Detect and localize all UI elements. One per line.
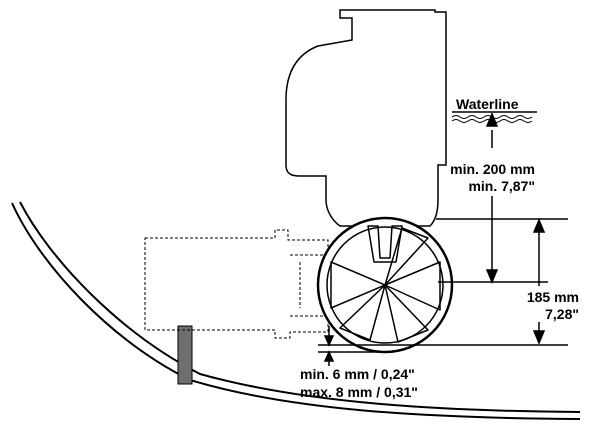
blade-lower-right — [384, 284, 429, 343]
diameter-arrow-down — [532, 330, 546, 345]
support-strut — [177, 325, 193, 385]
gap-dimension — [318, 326, 390, 366]
propeller-blades — [330, 225, 441, 343]
shaft-stem — [367, 225, 403, 263]
gap-arrow-down — [323, 335, 335, 347]
hull-inner-line — [19, 201, 581, 413]
hull-outer-line — [11, 202, 581, 420]
diameter-arrow-up — [532, 218, 546, 233]
blade-right — [384, 261, 441, 311]
gap-label-min: min. 6 mm / 0,24" — [300, 366, 415, 382]
gap-arrow-up — [323, 350, 335, 362]
diameter-dimension — [318, 218, 568, 346]
blade-upper-right — [384, 227, 429, 286]
motor-dashed-outline — [144, 229, 329, 339]
blade-left — [330, 261, 386, 309]
hull — [11, 201, 581, 420]
diameter-label-inch: 7,28" — [545, 306, 579, 322]
clearance-arrow-up — [485, 112, 499, 127]
blade-lower-left — [339, 284, 386, 341]
diameter-label-mm: 185 mm — [526, 289, 579, 305]
motor-housing — [285, 9, 447, 227]
clearance-arrow-down — [485, 269, 499, 284]
waterline-label: Waterline — [456, 96, 519, 112]
clearance-label-mm: min. 200 mm — [450, 161, 535, 177]
clearance-label-inch: min. 7,87" — [468, 178, 535, 194]
clearance-dimension — [438, 112, 548, 284]
gap-label-max: max. 8 mm / 0,31" — [300, 384, 418, 400]
